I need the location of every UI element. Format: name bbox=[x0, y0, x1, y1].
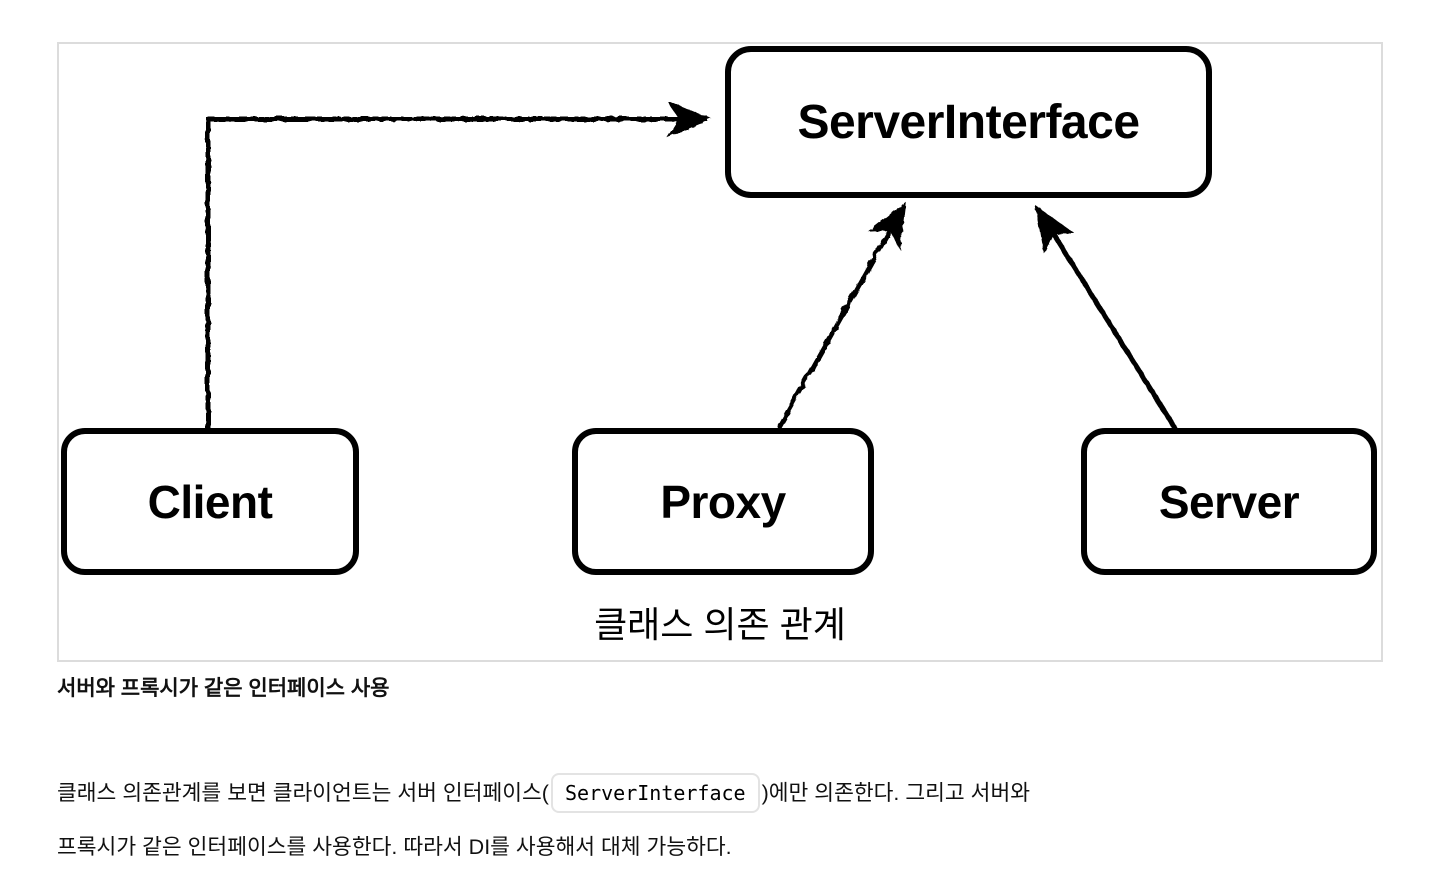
paragraph-text-after-code: )에만 의존한다. 그리고 서버와 bbox=[761, 781, 1031, 805]
figure-caption: 서버와 프록시가 같은 인터페이스 사용 bbox=[57, 677, 390, 700]
diagram-caption: 클래스 의존 관계 bbox=[594, 604, 846, 645]
node-client-label: Client bbox=[147, 475, 273, 528]
node-serverinterface: ServerInterface bbox=[725, 46, 1212, 198]
paragraph-text-before-code: 클래스 의존관계를 보면 클라이언트는 서버 인터페이스( bbox=[57, 781, 549, 805]
inline-code-serverinterface: ServerInterface bbox=[550, 773, 760, 813]
node-client: Client bbox=[61, 428, 359, 575]
node-server-label: Server bbox=[1158, 475, 1300, 528]
arrow-server-to-serverinterface bbox=[1034, 204, 1180, 434]
diagram-panel: ServerInterface Client Proxy Server 클래스 … bbox=[57, 42, 1383, 662]
node-proxy-label: Proxy bbox=[660, 475, 786, 528]
node-proxy: Proxy bbox=[572, 428, 874, 575]
arrow-client-to-serverinterface bbox=[204, 99, 711, 432]
body-paragraph: 클래스 의존관계를 보면 클라이언트는 서버 인터페이스(ServerInter… bbox=[57, 766, 1402, 874]
arrow-proxy-to-serverinterface bbox=[772, 200, 906, 434]
node-server: Server bbox=[1081, 428, 1377, 575]
node-serverinterface-label: ServerInterface bbox=[797, 95, 1140, 149]
paragraph-text-line2: 프록시가 같은 인터페이스를 사용한다. 따라서 DI를 사용해서 대체 가능하… bbox=[57, 835, 732, 859]
